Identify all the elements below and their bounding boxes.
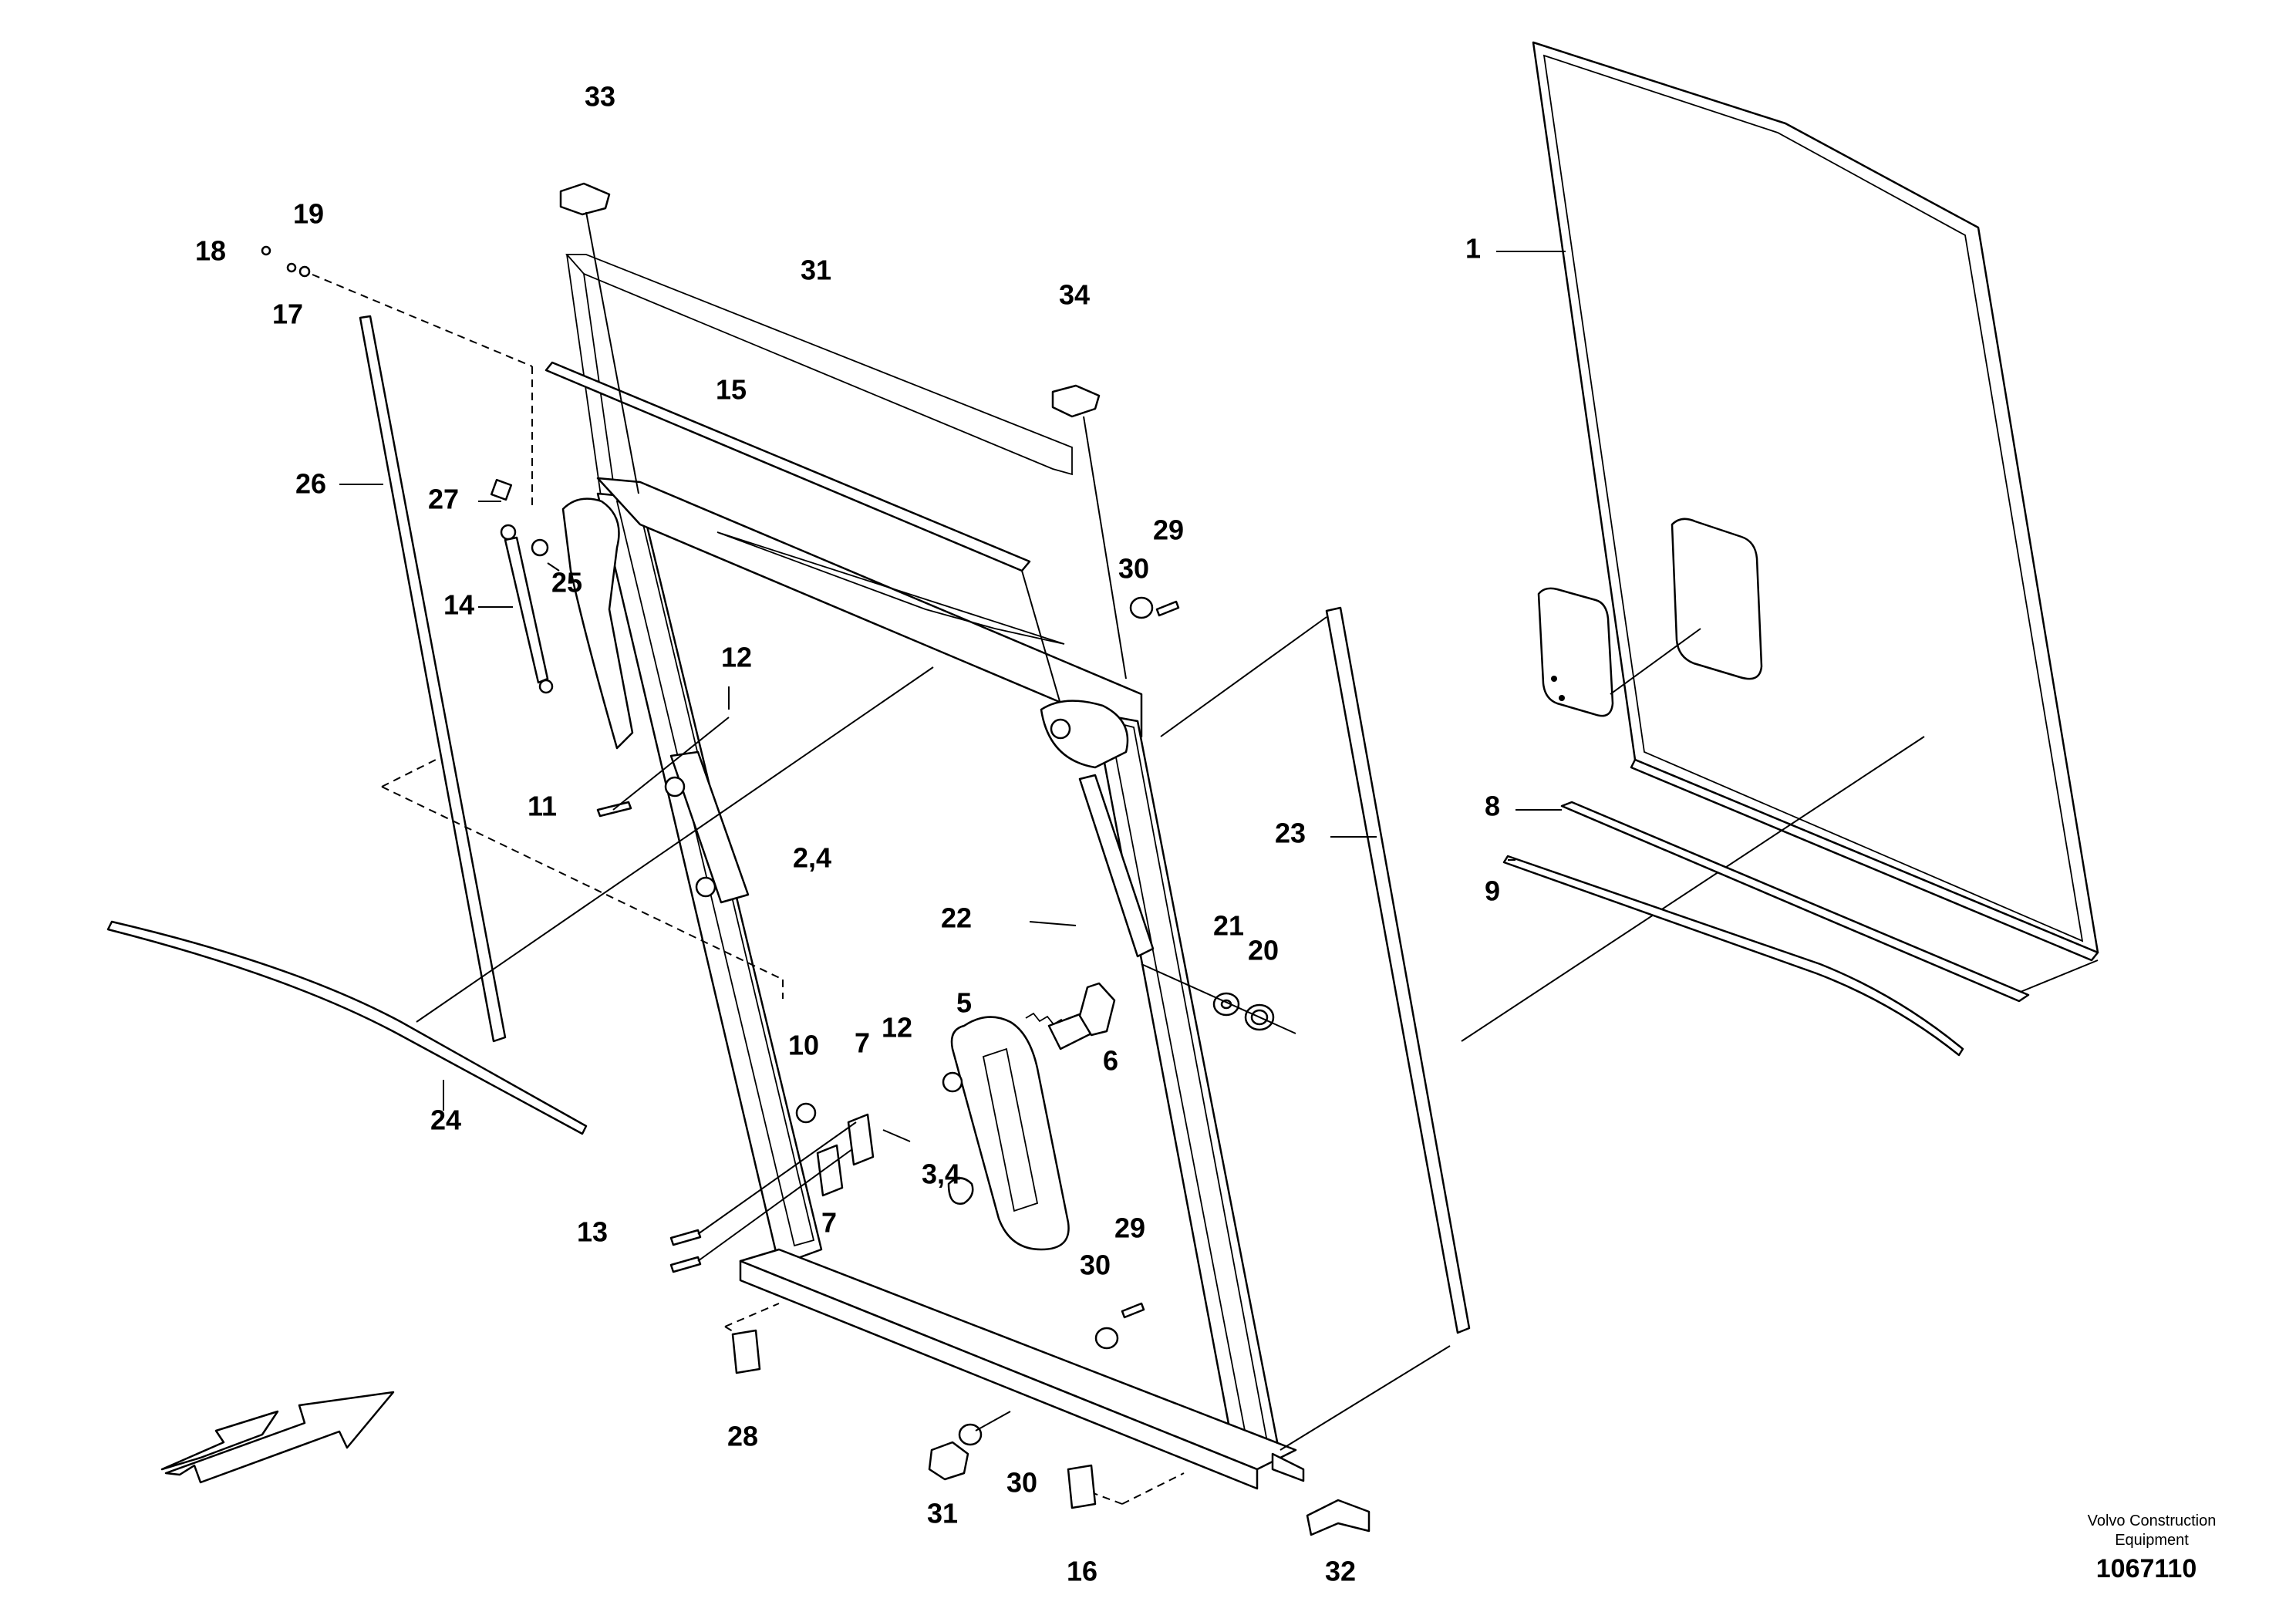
callout-12-mid: 12 bbox=[882, 1012, 912, 1044]
callout-15: 15 bbox=[716, 374, 747, 406]
callout-33: 33 bbox=[585, 81, 615, 113]
callout-30-mid: 30 bbox=[1080, 1249, 1111, 1281]
callout-3-4: 3,4 bbox=[922, 1158, 960, 1190]
seal-strip-23 bbox=[1325, 606, 1471, 1334]
callout-18: 18 bbox=[195, 235, 226, 267]
callout-17: 17 bbox=[272, 298, 303, 330]
callout-20: 20 bbox=[1248, 935, 1279, 966]
bracket-32 bbox=[1306, 1499, 1371, 1536]
callout-9: 9 bbox=[1485, 875, 1500, 907]
callout-1: 1 bbox=[1465, 233, 1481, 265]
callout-11: 11 bbox=[528, 791, 557, 822]
seal-strip-26 bbox=[359, 315, 507, 1043]
callout-12-top: 12 bbox=[721, 642, 752, 673]
brand-name-line2: Equipment bbox=[2115, 1532, 2189, 1549]
plug-33 bbox=[559, 182, 639, 494]
seal-strip-9 bbox=[1502, 855, 1964, 1057]
callout-34: 34 bbox=[1059, 279, 1090, 311]
spring-and-lock bbox=[1025, 982, 1116, 1050]
rod-15 bbox=[544, 361, 1031, 572]
plug-34 bbox=[1051, 384, 1127, 679]
callout-21: 21 bbox=[1213, 910, 1244, 942]
callout-6: 6 bbox=[1103, 1045, 1118, 1077]
small-fasteners-18-19 bbox=[261, 245, 533, 509]
seal-strip-8 bbox=[1560, 801, 2030, 1003]
callout-8: 8 bbox=[1485, 791, 1500, 822]
callout-31-bottom: 31 bbox=[927, 1498, 958, 1529]
callout-14: 14 bbox=[443, 589, 474, 621]
hinge-latch-left bbox=[561, 497, 750, 904]
callout-25: 25 bbox=[551, 567, 582, 599]
block-16 bbox=[1067, 1464, 1097, 1509]
washer-30-bottom bbox=[958, 1423, 983, 1446]
callout-22: 22 bbox=[941, 902, 972, 934]
callout-32: 32 bbox=[1325, 1556, 1356, 1587]
washer-30-top bbox=[1129, 596, 1154, 619]
callout-13: 13 bbox=[577, 1216, 608, 1248]
front-direction-arrow-icon bbox=[160, 1391, 395, 1484]
callout-27: 27 bbox=[428, 484, 459, 515]
callout-19: 19 bbox=[293, 198, 324, 230]
callout-5: 5 bbox=[956, 987, 972, 1019]
callout-28: 28 bbox=[727, 1421, 758, 1452]
washer-30-mid bbox=[1094, 1327, 1119, 1350]
washer-21 bbox=[1212, 992, 1240, 1017]
callout-29-top: 29 bbox=[1153, 514, 1184, 546]
callout-30-top: 30 bbox=[1118, 553, 1149, 585]
seal-strip-24 bbox=[106, 920, 588, 1135]
glass-panel bbox=[1532, 41, 2099, 962]
door-handle bbox=[942, 1016, 1070, 1251]
gas-spring-14 bbox=[490, 478, 554, 694]
callout-10: 10 bbox=[788, 1030, 819, 1061]
hinge-bracket-right bbox=[1040, 700, 1155, 958]
callout-16: 16 bbox=[1067, 1556, 1097, 1587]
bolt-29-bottom bbox=[1121, 1302, 1145, 1319]
callout-24: 24 bbox=[430, 1104, 461, 1136]
callout-7-bottom: 7 bbox=[821, 1207, 837, 1239]
lower-fasteners bbox=[669, 1102, 875, 1273]
callout-26: 26 bbox=[295, 468, 326, 500]
callout-23: 23 bbox=[1275, 818, 1306, 849]
brand-name-line1: Volvo Construction bbox=[2088, 1512, 2217, 1529]
callout-30-bottom: 30 bbox=[1006, 1467, 1037, 1499]
block-28 bbox=[731, 1329, 761, 1374]
callout-31-top: 31 bbox=[801, 255, 831, 286]
document-number: 1067110 bbox=[2096, 1554, 2197, 1583]
nut-31 bbox=[928, 1441, 969, 1481]
footer: Volvo Construction Equipment 1067110 bbox=[2088, 1512, 2217, 1583]
callout-2-4: 2,4 bbox=[793, 842, 831, 874]
callout-7-top: 7 bbox=[855, 1027, 870, 1059]
callout-labels: 33 19 18 17 31 34 1 15 26 27 25 14 29 30… bbox=[195, 81, 1500, 1587]
callout-29-bottom: 29 bbox=[1114, 1212, 1145, 1244]
door-frame bbox=[565, 254, 1305, 1490]
bolt-29-top bbox=[1155, 600, 1180, 617]
